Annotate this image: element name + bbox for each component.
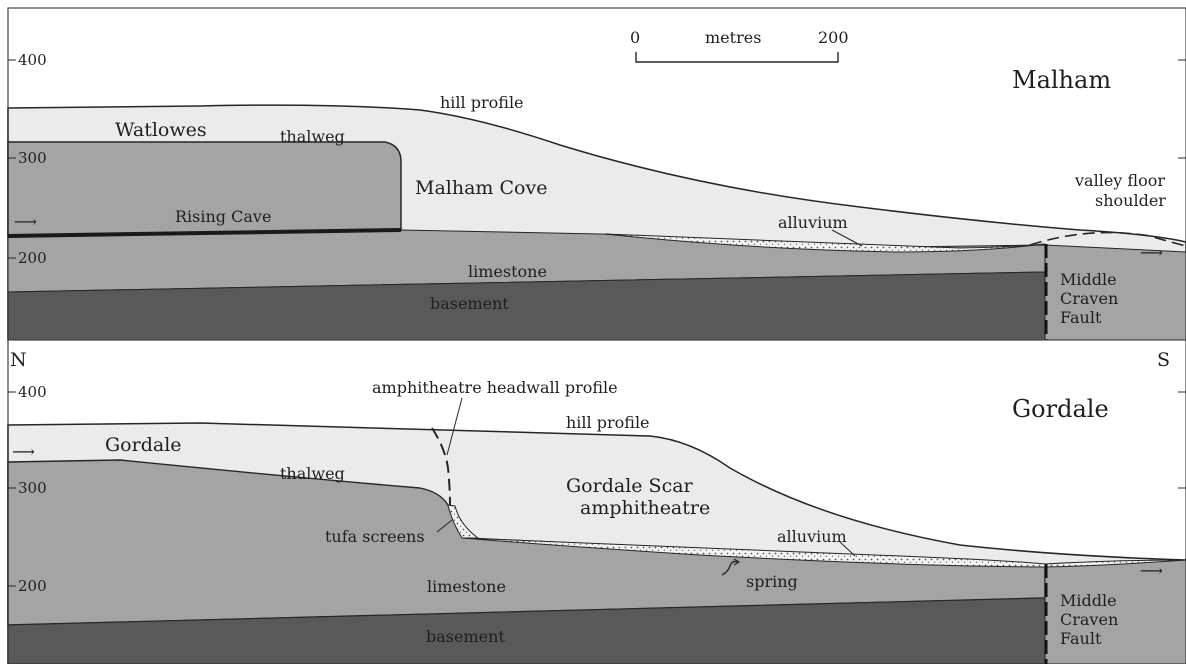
scale-bar-unit: metres	[705, 28, 761, 47]
gordale-alluvium-label: alluvium	[777, 527, 847, 546]
gordale-north-label: N	[10, 349, 27, 371]
gordale-thalweg-label: thalweg	[280, 464, 345, 483]
gordale-amphitheatre-label-2: amphitheatre	[580, 497, 710, 519]
malham-fault-label-2: Craven	[1060, 289, 1118, 308]
gordale-tick-200: 200	[18, 577, 47, 595]
malham-panel: ⟶ ⟶ 400 300 200 0 metres 200 Malham hill…	[7, 7, 1186, 341]
malham-shoulder-label-2: shoulder	[1095, 191, 1166, 210]
gordale-south-label: S	[1157, 349, 1170, 371]
gordale-headwall-leader	[446, 397, 463, 456]
gordale-panel: ⟶ ⟶ 400 300 200 N S Gordale amphitheatre…	[7, 339, 1186, 664]
malham-fault-label-1: Middle	[1060, 270, 1117, 289]
malham-cove-label: Malham Cove	[415, 177, 547, 199]
malham-stream-arrow-left: ⟶	[14, 212, 37, 231]
malham-shoulder-dashed	[1029, 231, 1186, 247]
gordale-tick-400: 400	[18, 383, 47, 401]
gordale-spring-arrowhead	[733, 558, 741, 566]
malham-watlowes-block	[7, 141, 402, 237]
gordale-stream-arrow-left: ⟶	[12, 442, 35, 461]
gordale-title: Gordale	[1012, 395, 1109, 423]
malham-hill-profile-label: hill profile	[440, 93, 524, 112]
gordale-basement-label: basement	[426, 627, 505, 646]
malham-tick-400: 400	[18, 51, 47, 69]
gordale-fault-label-3: Fault	[1060, 629, 1102, 648]
gordale-basement	[7, 597, 1046, 664]
malham-axis: 400 300 200	[8, 51, 1186, 267]
malham-tick-300: 300	[18, 149, 47, 167]
gordale-gordale-label: Gordale	[105, 434, 182, 456]
gordale-stream-arrow-right: ⟶	[1140, 561, 1163, 580]
gordale-hill-profile-label: hill profile	[566, 413, 650, 432]
gordale-limestone-label: limestone	[427, 577, 506, 596]
gordale-amphitheatre-label-1: Gordale Scar	[566, 475, 694, 497]
gordale-axis: 400 300 200	[8, 383, 1186, 595]
malham-watlowes-label: Watlowes	[115, 119, 207, 141]
malham-tick-200: 200	[18, 249, 47, 267]
malham-fault-label-3: Fault	[1060, 308, 1102, 327]
malham-alluvium-leader	[831, 229, 863, 247]
malham-cave-conduit	[7, 228, 402, 238]
malham-basement-label: basement	[430, 294, 509, 313]
gordale-tufa-label: tufa screens	[325, 527, 425, 546]
gordale-fault-label-2: Craven	[1060, 610, 1118, 629]
malham-shoulder-label-1: valley floor	[1074, 171, 1165, 190]
malham-stream-arrow-right: ⟶	[1140, 243, 1163, 262]
malham-thalweg-label: thalweg	[280, 127, 345, 146]
gordale-tick-300: 300	[18, 479, 47, 497]
gordale-spring-label: spring	[746, 572, 798, 591]
malham-title: Malham	[1012, 66, 1111, 94]
scale-bar-start: 0	[630, 28, 640, 47]
gordale-alluvium-leader	[839, 541, 856, 557]
malham-alluvium-label: alluvium	[778, 213, 848, 232]
malham-limestone-label: limestone	[468, 262, 547, 281]
malham-rising-cave-label: Rising Cave	[175, 207, 271, 226]
gordale-tufa-screens	[447, 504, 480, 539]
gordale-headwall-dashed	[431, 427, 451, 506]
scale-bar-end: 200	[818, 28, 849, 47]
gordale-fault-label-1: Middle	[1060, 591, 1117, 610]
gordale-headwall-label: amphitheatre headwall profile	[372, 378, 618, 397]
scale-bar: 0 metres 200	[630, 28, 849, 63]
gordale-tufa-leader	[436, 519, 453, 533]
gordale-spring-symbol	[721, 560, 739, 576]
